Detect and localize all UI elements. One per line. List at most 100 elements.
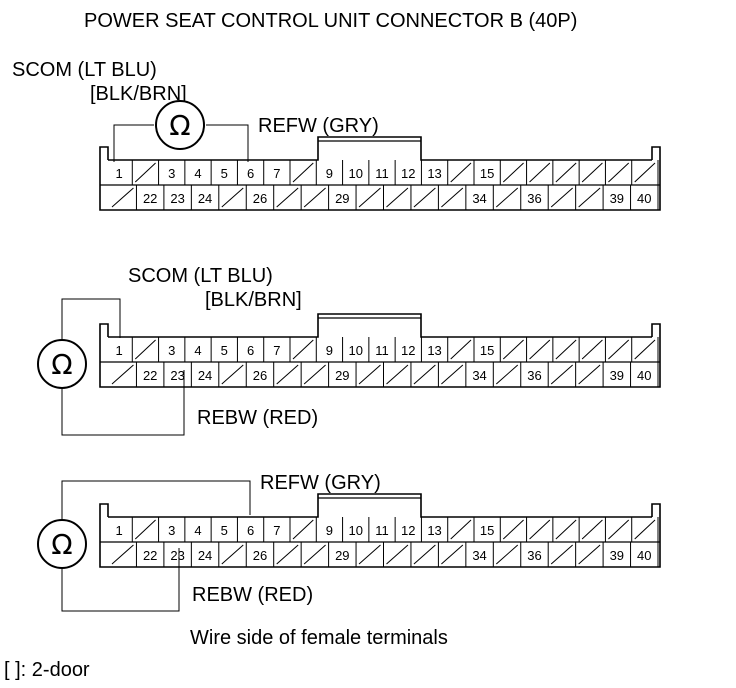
unused-terminal: [550, 364, 573, 385]
ohmmeter-icon: Ω: [37, 339, 87, 389]
unused-terminal: [134, 339, 156, 360]
unused-terminal: [578, 187, 601, 208]
unused-terminal: [578, 544, 601, 565]
unused-terminal: [550, 187, 573, 208]
terminal-13: 13: [427, 343, 441, 358]
unused-terminal: [578, 364, 601, 385]
terminal-29: 29: [335, 368, 349, 383]
terminal-39: 39: [610, 368, 624, 383]
test-1-lead-b: [206, 124, 249, 162]
unused-terminal: [386, 187, 409, 208]
terminal-1: 1: [116, 523, 123, 538]
unused-terminal: [555, 339, 577, 360]
terminal-34: 34: [472, 368, 486, 383]
terminal-4: 4: [194, 166, 201, 181]
unused-terminal: [358, 364, 381, 385]
ohm-symbol: Ω: [169, 109, 190, 142]
terminal-7: 7: [273, 523, 280, 538]
terminal-9: 9: [326, 523, 333, 538]
unused-terminal: [608, 519, 630, 540]
unused-terminal: [450, 339, 472, 360]
terminal-11: 11: [375, 166, 389, 181]
terminal-4: 4: [194, 343, 201, 358]
terminal-40: 40: [637, 191, 651, 206]
unused-terminal: [450, 162, 472, 183]
legend-2door: [ ]: 2-door: [4, 659, 90, 681]
terminal-39: 39: [610, 548, 624, 563]
ohmmeter-icon: Ω: [155, 100, 205, 150]
terminal-10: 10: [348, 166, 362, 181]
unused-terminal: [221, 544, 244, 565]
test-1-label-scom-2door: [BLK/BRN]: [90, 83, 187, 105]
terminal-29: 29: [335, 191, 349, 206]
terminal-4: 4: [194, 523, 201, 538]
terminal-3: 3: [168, 343, 175, 358]
test-3-lead-a: [61, 480, 251, 520]
ohmmeter-icon: Ω: [37, 519, 87, 569]
unused-terminal: [634, 162, 656, 183]
terminal-10: 10: [348, 343, 362, 358]
terminal-11: 11: [375, 343, 389, 358]
test-1-label-scom: SCOM (LT BLU): [12, 59, 157, 81]
unused-terminal: [386, 364, 409, 385]
test-2-label-scom-2door: [BLK/BRN]: [205, 289, 302, 311]
terminal-13: 13: [427, 523, 441, 538]
terminal-24: 24: [198, 368, 212, 383]
terminal-40: 40: [637, 368, 651, 383]
connector-lock-tab: [108, 136, 652, 161]
unused-terminal: [441, 187, 464, 208]
terminal-15: 15: [480, 523, 494, 538]
connector-lock-tab: [108, 313, 652, 338]
terminal-36: 36: [527, 191, 541, 206]
unused-terminal: [555, 162, 577, 183]
terminal-26: 26: [253, 368, 267, 383]
ohm-symbol: Ω: [51, 528, 72, 561]
unused-terminal: [502, 162, 524, 183]
unused-terminal: [358, 187, 381, 208]
test-1-label-refw: REFW (GRY): [258, 115, 379, 137]
terminal-39: 39: [610, 191, 624, 206]
footnote: Wire side of female terminals: [190, 627, 448, 649]
unused-terminal: [634, 339, 656, 360]
unused-terminal: [276, 364, 299, 385]
unused-terminal: [555, 519, 577, 540]
terminal-23: 23: [170, 548, 184, 563]
unused-terminal: [303, 544, 326, 565]
terminal-3: 3: [168, 523, 175, 538]
unused-terminal: [134, 519, 156, 540]
unused-terminal: [502, 339, 524, 360]
test-2-lead-b: [61, 370, 185, 436]
terminal-40: 40: [637, 548, 651, 563]
terminal-23: 23: [170, 368, 184, 383]
unused-terminal: [450, 519, 472, 540]
terminal-34: 34: [472, 191, 486, 206]
unused-terminal: [111, 364, 134, 385]
test-2-label-rebw: REBW (RED): [197, 407, 318, 429]
unused-terminal: [495, 187, 519, 208]
terminal-9: 9: [326, 166, 333, 181]
unused-terminal: [495, 364, 519, 385]
terminal-15: 15: [480, 166, 494, 181]
unused-terminal: [550, 544, 573, 565]
unused-terminal: [441, 364, 464, 385]
unused-terminal: [608, 339, 630, 360]
terminal-10: 10: [348, 523, 362, 538]
unused-terminal: [413, 187, 436, 208]
terminal-22: 22: [143, 548, 157, 563]
terminal-5: 5: [221, 343, 228, 358]
unused-terminal: [358, 544, 381, 565]
terminal-5: 5: [221, 166, 228, 181]
terminal-7: 7: [273, 343, 280, 358]
terminal-6: 6: [247, 343, 254, 358]
test-2-lead-a: [61, 298, 121, 340]
unused-terminal: [581, 519, 603, 540]
terminal-23: 23: [170, 191, 184, 206]
test-3-lead-b: [61, 548, 180, 612]
unused-terminal: [386, 544, 409, 565]
unused-terminal: [529, 162, 551, 183]
unused-terminal: [529, 339, 551, 360]
